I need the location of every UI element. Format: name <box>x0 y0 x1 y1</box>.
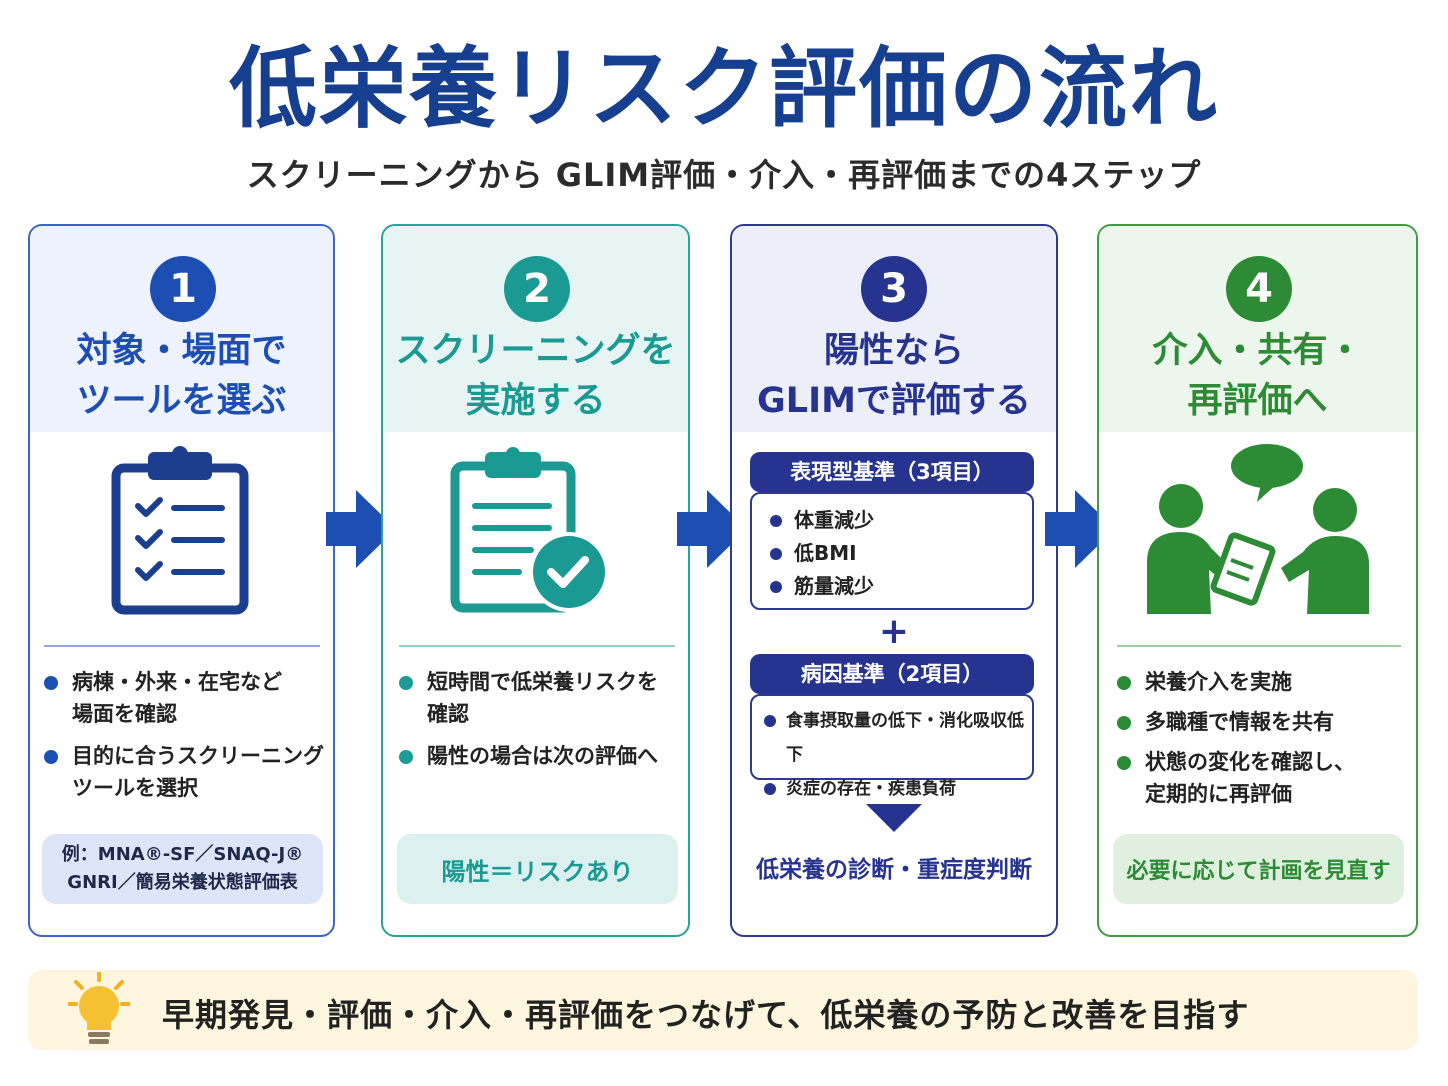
step-1-title: 対象・場面で ツールを選ぶ <box>30 326 333 426</box>
etiologic-criteria-list: 食事摂取量の低下・消化吸収低下 炎症の存在・疾患負荷 <box>750 694 1034 799</box>
plus-sign: + <box>878 611 910 652</box>
consultation-icon <box>1147 444 1369 614</box>
step-4-header: 4 介入・共有・ 再評価へ <box>1099 226 1416 432</box>
diagnosis-result: 低栄養の診断・重症度判断 <box>756 857 1032 883</box>
list-item: 状態の変化を確認し、定期的に再評価 <box>1117 746 1415 810</box>
step-4-bullets: 栄養介入を実施 多職種で情報を共有 状態の変化を確認し、定期的に再評価 <box>1117 666 1415 820</box>
phenotypic-criteria-list: 体重減少 低BMI 筋量減少 <box>750 492 1034 610</box>
list-item: 筋量減少 <box>752 570 1032 603</box>
list-item: 炎症の存在・疾患負荷 <box>752 772 1032 806</box>
step-4-title-line2: 再評価へ <box>1187 381 1328 421</box>
step-1-bullets: 病棟・外来・在宅など場面を確認 目的に合うスクリーニングツールを選択 <box>44 666 333 814</box>
step-1-title-line2: ツールを選ぶ <box>76 381 287 421</box>
step-1-note-line1: 例：MNA®-SF／SNAQ-J® <box>61 844 304 865</box>
list-item: 栄養介入を実施 <box>1117 666 1415 698</box>
list-item: 体重減少 <box>752 504 1032 537</box>
arrow-down-icon <box>866 804 922 832</box>
step-2-title: スクリーニングを 実施する <box>383 326 688 426</box>
clipboard-checklist-icon <box>111 446 249 615</box>
footer-message: 早期発見・評価・介入・再評価をつなげて、低栄養の予防と改善を目指す <box>162 996 1250 1034</box>
step-3-title-line2: GLIMで評価する <box>757 381 1031 421</box>
clipboard-check-icon <box>450 447 609 613</box>
step-1-note-line2: GNRI／簡易栄養状態評価表 <box>67 872 298 893</box>
page-title: 低栄養リスク評価の流れ <box>228 37 1219 140</box>
phenotypic-criteria-heading: 表現型基準（3項目） <box>750 452 1034 492</box>
list-item: 多職種で情報を共有 <box>1117 706 1415 738</box>
step-4-review-note: 必要に応じて計画を見直す <box>1113 834 1404 904</box>
step-2-positive-note: 陽性＝リスクあり <box>397 834 678 904</box>
step-2-title-line2: 実施する <box>465 381 606 421</box>
list-item: 低BMI <box>752 537 1032 570</box>
step-1-header: 1 対象・場面で ツールを選ぶ <box>30 226 333 432</box>
arrow-right-icon <box>677 490 747 568</box>
etiologic-criteria-heading: 病因基準（2項目） <box>750 654 1034 694</box>
step-3-title: 陽性なら GLIMで評価する <box>732 326 1056 426</box>
step-1-divider <box>44 645 320 647</box>
step-1-example-note: 例：MNA®-SF／SNAQ-J® GNRI／簡易栄養状態評価表 <box>42 834 323 904</box>
step-4-title: 介入・共有・ 再評価へ <box>1099 326 1416 426</box>
arrow-right-icon <box>326 490 396 568</box>
step-3-title-line1: 陽性なら <box>823 331 964 371</box>
step-4-title-line1: 介入・共有・ <box>1152 331 1363 371</box>
step-1-title-line1: 対象・場面で <box>76 331 287 371</box>
page-subtitle: スクリーニングから GLIM評価・介入・再評価までの4ステップ <box>246 156 1202 194</box>
step-2-title-line1: スクリーニングを <box>395 331 676 371</box>
step-4-number-badge: 4 <box>1226 256 1292 322</box>
list-item: 食事摂取量の低下・消化吸収低下 <box>752 704 1032 772</box>
step-4-divider <box>1117 645 1401 647</box>
step-3-header: 3 陽性なら GLIMで評価する <box>732 226 1056 432</box>
step-3-card: 3 陽性なら GLIMで評価する 表現型基準（3項目） 体重減少 低BMI 筋量… <box>730 224 1058 937</box>
step-2-divider <box>399 645 675 647</box>
step-2-number-badge: 2 <box>504 256 570 322</box>
lightbulb-icon <box>68 972 130 1044</box>
footer-banner: 早期発見・評価・介入・再評価をつなげて、低栄養の予防と改善を目指す <box>28 970 1418 1050</box>
step-2-header: 2 スクリーニングを 実施する <box>383 226 688 432</box>
step-4-card: 4 介入・共有・ 再評価へ 栄養介入を実施 多職種で情報を共有 状態の変化を確認… <box>1097 224 1418 937</box>
step-2-bullets: 短時間で低栄養リスクを確認 陽性の場合は次の評価へ <box>399 666 688 782</box>
list-item: 目的に合うスクリーニングツールを選択 <box>44 740 333 804</box>
step-2-card: 2 スクリーニングを 実施する 短時間で低栄養リスクを確認 陽性の場合は次の評価… <box>381 224 690 937</box>
list-item: 病棟・外来・在宅など場面を確認 <box>44 666 333 730</box>
step-1-number-badge: 1 <box>150 256 216 322</box>
arrow-right-icon <box>1045 490 1115 568</box>
list-item: 陽性の場合は次の評価へ <box>399 740 688 772</box>
list-item: 短時間で低栄養リスクを確認 <box>399 666 688 730</box>
step-1-card: 1 対象・場面で ツールを選ぶ 病棟・外来・在宅など場面を確認 目的に合うスクリ… <box>28 224 335 937</box>
step-3-number-badge: 3 <box>861 256 927 322</box>
